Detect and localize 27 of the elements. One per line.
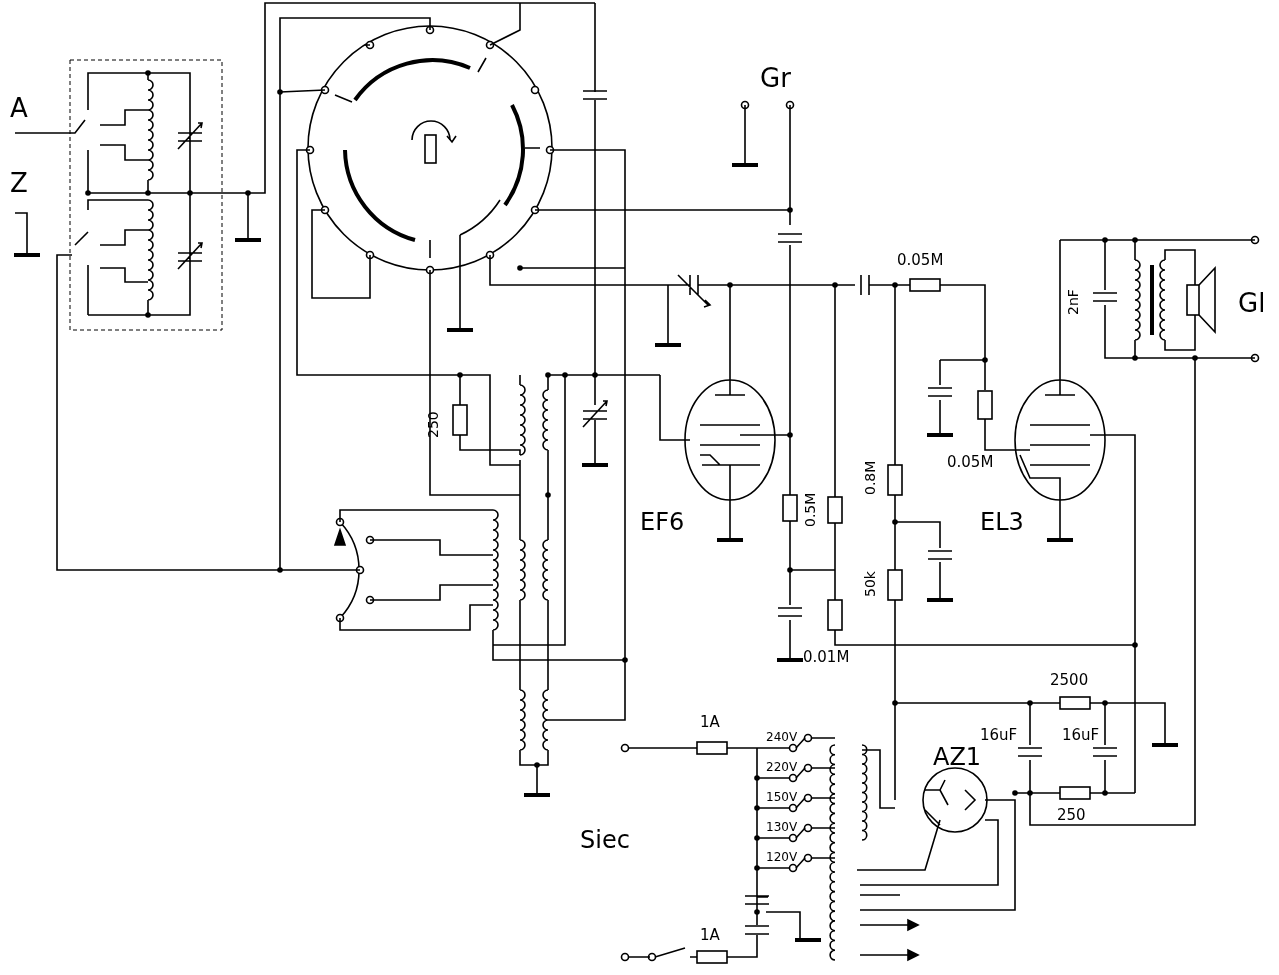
component-label: EL3 <box>980 510 1024 534</box>
component-label: 16uF <box>980 728 1018 743</box>
component-label: 250 <box>1057 808 1086 823</box>
component-label: 240V <box>766 731 798 743</box>
component-label: Siec <box>580 828 630 852</box>
component-label: 0.01M <box>803 650 850 665</box>
component-label: 16uF <box>1062 728 1100 743</box>
component-label: 1A <box>700 928 720 943</box>
component-label: A <box>10 95 28 121</box>
component-label: 1A <box>700 715 720 730</box>
component-label: 0.05M <box>947 455 994 470</box>
component-label: 2nF <box>1066 289 1080 315</box>
component-label: 0.5M <box>803 492 817 527</box>
component-label: Gr <box>760 65 791 91</box>
component-label: EF6 <box>640 510 685 534</box>
component-label: 220V <box>766 761 798 773</box>
component-label: 50k <box>863 571 877 597</box>
component-label: 120V <box>766 851 798 863</box>
component-label: Z <box>10 170 28 196</box>
component-label: AZ1 <box>933 745 982 769</box>
component-label: 0.05M <box>897 253 944 268</box>
component-label: 0.8M <box>863 460 877 495</box>
component-label: 130V <box>766 821 798 833</box>
component-label: 2500 <box>1050 673 1089 688</box>
component-label: 250 <box>426 411 440 438</box>
component-label: 150V <box>766 791 798 803</box>
component-label: Gl <box>1238 290 1266 316</box>
